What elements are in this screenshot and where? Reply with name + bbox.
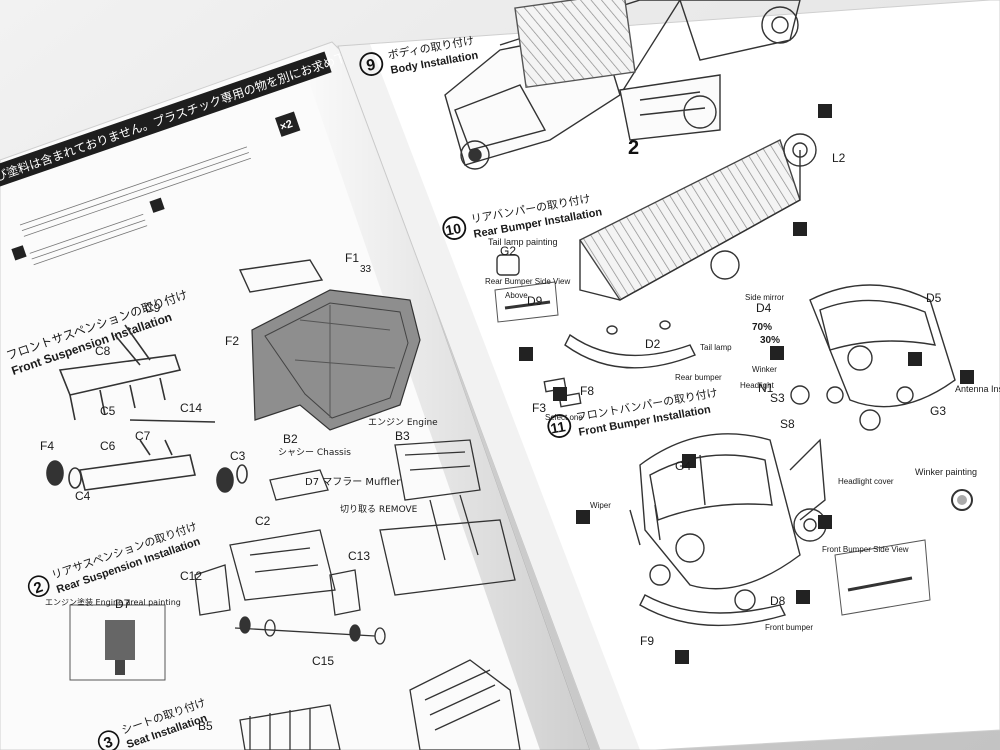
- front-bumper-side-view-inset: [834, 539, 931, 616]
- part-label: D2: [645, 337, 661, 351]
- number-33: 33: [360, 264, 372, 275]
- tail-lamp-label: Tail lamp: [700, 343, 732, 352]
- part-label: C5: [100, 404, 116, 418]
- svg-text:×2: ×2: [279, 118, 295, 133]
- svg-text:10: 10: [444, 220, 462, 238]
- part-label: N1: [758, 381, 774, 395]
- engine-label: エンジン Engine: [368, 418, 438, 428]
- part-label: C3: [230, 449, 246, 463]
- watermark-logo-icon: [828, 704, 864, 722]
- x2-marker: ×2: [275, 111, 301, 137]
- muffler-label: D7 マフラー Muffler: [305, 476, 401, 488]
- remove-label: 切り取る REMOVE: [340, 504, 418, 515]
- paint-notes: [11, 146, 251, 266]
- svg-text:11: 11: [549, 418, 567, 436]
- percent-30: 30%: [760, 335, 780, 346]
- watermark-line2: ЛАВКА: [872, 717, 926, 733]
- winker-painting-dot: [957, 495, 967, 505]
- part-label: C4: [75, 489, 91, 503]
- rear-bumper-side-view-inset: [494, 281, 559, 323]
- antenna-label: Antenna Insta: [955, 384, 1000, 394]
- above-label: Above: [505, 291, 528, 300]
- winker-painting-circle: [951, 489, 973, 511]
- front-bumper-side-view-label: Front Bumper Side View: [822, 545, 909, 554]
- front-van-drawing: [629, 433, 827, 627]
- part-label: C9: [145, 301, 161, 315]
- part-label: B2: [283, 432, 298, 446]
- van-front-drawing: [790, 284, 956, 431]
- front-bumper-label: Front bumper: [765, 623, 813, 632]
- winker-painting-label: Winker painting: [915, 467, 977, 477]
- watermark-line1: МОДЕЛЬНАЯ: [872, 699, 973, 715]
- seat-drawing: [239, 659, 521, 750]
- part-label: B5: [198, 719, 213, 733]
- percent-70: 70%: [752, 322, 772, 333]
- part-label: D4: [756, 301, 772, 315]
- part-label: G2: [500, 244, 516, 258]
- part-label: F4: [40, 439, 54, 453]
- engine-painting-label: エンジン塗装 Engine areal painting: [45, 597, 181, 607]
- headlight-label: Headlight: [740, 381, 775, 390]
- rear-bed-drawing: [578, 133, 817, 301]
- part-label: F9: [640, 634, 654, 648]
- engine-painting-inset: [69, 604, 166, 681]
- part-label: C6: [100, 439, 116, 453]
- part-label: C2: [255, 514, 271, 528]
- part-label: C15: [312, 654, 334, 668]
- chassis-drawing: [238, 259, 421, 431]
- part-label: F3: [532, 401, 546, 415]
- part-label: S3: [770, 391, 785, 405]
- front-suspension-drawing: [46, 324, 248, 493]
- part-label: F2: [225, 334, 239, 348]
- watermark: МОДЕЛЬНАЯ ЛАВКА: [828, 699, 973, 733]
- winker-label: Winker: [752, 365, 777, 374]
- svg-text:9: 9: [365, 56, 377, 74]
- part-label: F8: [580, 384, 594, 398]
- part-label: C8: [95, 344, 111, 358]
- engine-drawing: [194, 439, 516, 645]
- body-drawing: [444, 0, 801, 170]
- part-label: L2: [832, 151, 846, 165]
- step-marker-2: 2: [628, 137, 639, 159]
- part-label: D7: [115, 597, 131, 611]
- rear-bumper-label: Rear bumper: [675, 373, 722, 382]
- wiper-label: Wiper: [590, 501, 611, 510]
- right-page: 9 ボディの取り付け Body Installation: [337, 0, 1000, 750]
- part-label: G4: [675, 459, 691, 473]
- left-part-labels: C9 C8 C5 C14 C7 C6 C4 C3 F4 F1 F2 B2 B3 …: [40, 251, 438, 733]
- tail-lamp-painting-label: Tail lamp painting: [488, 237, 558, 247]
- part-label: B3: [395, 429, 410, 443]
- right-part-labels: L2 G2 D9 D2 F8 F3 D4 D5 G3 S3 N1 S8 G4 D…: [485, 151, 1000, 648]
- part-label: C12: [180, 569, 202, 583]
- part-label: D8: [770, 594, 786, 608]
- part-label: F1: [345, 251, 359, 265]
- rear-bumper-side-view-label: Rear Bumper Side View: [485, 277, 570, 286]
- part-label: S8: [780, 417, 795, 431]
- part-label: C7: [135, 429, 151, 443]
- part-label: D5: [926, 291, 942, 305]
- part-label: D9: [527, 294, 543, 308]
- instruction-icons: [519, 104, 974, 664]
- part-label: C14: [180, 401, 202, 415]
- part-label: C13: [348, 549, 370, 563]
- select-one-label: Select one: [545, 413, 583, 422]
- chassis-label: シャシー Chassis: [278, 448, 351, 458]
- part-label: G3: [930, 404, 946, 418]
- side-mirror-label: Side mirror: [745, 293, 784, 302]
- headlight-cover-label: Headlight cover: [838, 477, 894, 486]
